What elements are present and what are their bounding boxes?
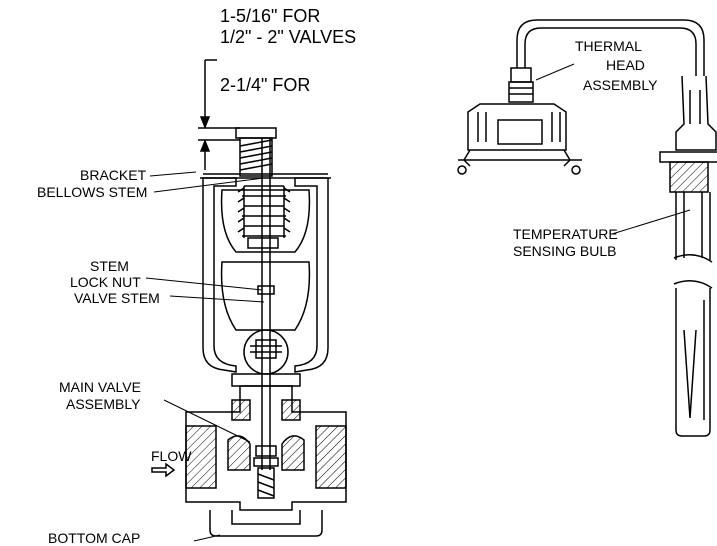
label-temperature-bulb-line2: SENSING BULB: [513, 243, 617, 259]
bottom-cap: [209, 510, 323, 537]
label-temperature-bulb-line1: TEMPERATURE: [513, 226, 618, 242]
label-main-valve-line2: ASSEMBLY: [66, 396, 141, 412]
temperature-sensing-bulb: [659, 75, 717, 437]
leader-lines-left: [145, 171, 265, 542]
label-bracket: BRACKET: [80, 167, 147, 183]
valve-stem: [257, 138, 275, 470]
stem-coupling: [243, 329, 289, 375]
dimension-note-line2: 1/2" - 2" VALVES: [220, 27, 357, 47]
thermal-head-assembly: [457, 19, 705, 175]
leader-lines-right: [535, 63, 691, 235]
label-bellows-stem: BELLOWS STEM: [37, 184, 148, 200]
dimension-note-line3: 2-1/4" FOR: [220, 75, 311, 95]
flow-arrow: [151, 462, 176, 478]
label-thermal-head-line2: HEAD: [606, 57, 645, 73]
label-flow: FLOW: [151, 448, 192, 464]
bracket: [200, 173, 331, 373]
label-valve-stem: VALVE STEM: [74, 290, 160, 306]
label-bottom-cap: BOTTOM CAP: [48, 530, 141, 546]
label-thermal-head-line1: THERMAL: [575, 38, 642, 54]
dimension-marker: [198, 59, 240, 170]
label-stem-lock-nut-line1: STEM: [90, 258, 129, 274]
dimension-note-line1: 1-5/16" FOR: [220, 6, 321, 26]
label-thermal-head-line3: ASSEMBLY: [583, 77, 658, 93]
bellows-spring: [235, 127, 291, 249]
label-stem-lock-nut-line2: LOCK NUT: [70, 274, 141, 290]
main-valve-body: [185, 373, 347, 511]
label-main-valve-line1: MAIN VALVE: [59, 379, 141, 395]
